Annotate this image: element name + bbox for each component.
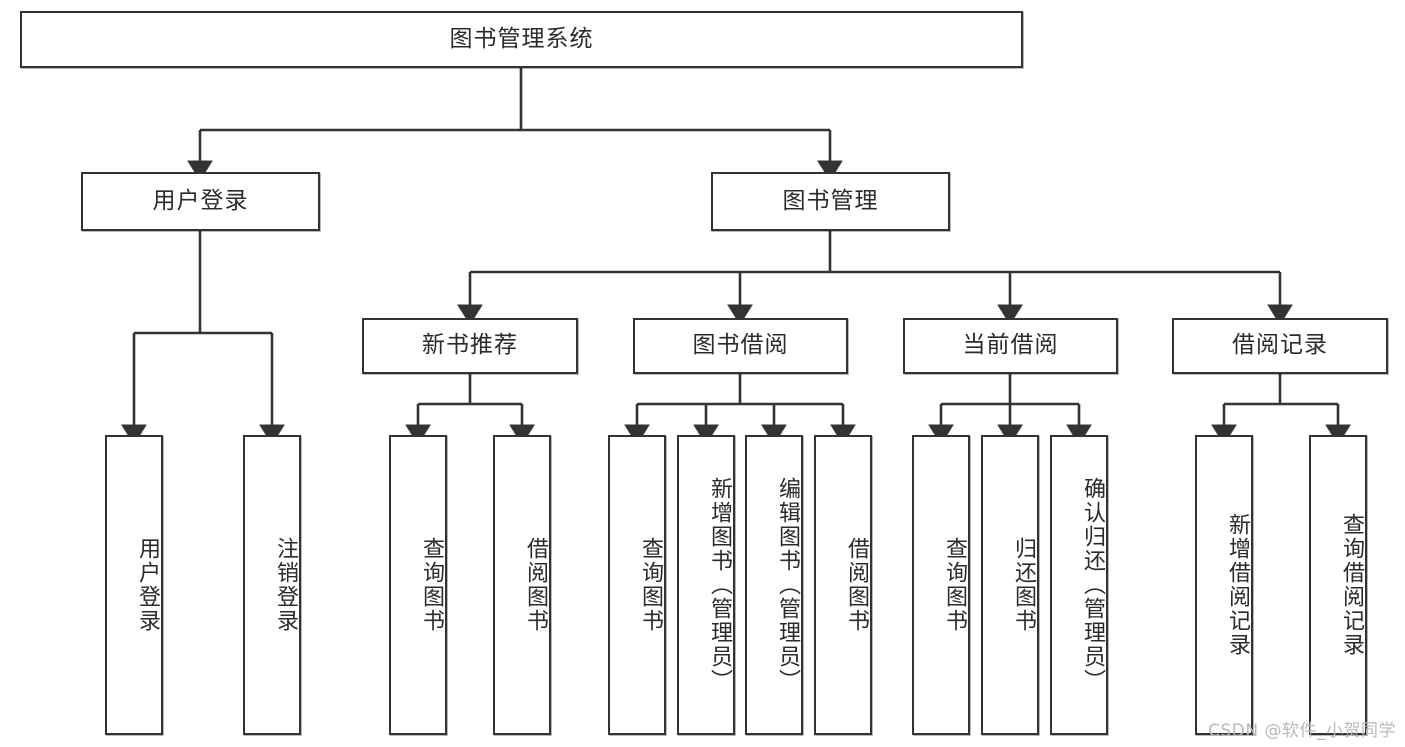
- leaf-user-login-logout[interactable]: 注销登录: [243, 435, 301, 735]
- node-label: 查询图书: [638, 537, 663, 633]
- leaf-borrow-record-add[interactable]: 新增借阅记录: [1195, 435, 1253, 735]
- node-label: 新增图书（管理员）: [707, 477, 732, 693]
- leaf-book-borrow-borrow[interactable]: 借阅图书: [814, 435, 872, 735]
- node-label: 借阅记录: [1232, 332, 1328, 359]
- node-new-book-recommend[interactable]: 新书推荐: [362, 318, 578, 374]
- node-book-borrow[interactable]: 图书借阅: [633, 318, 848, 374]
- node-root-system[interactable]: 图书管理系统: [20, 11, 1023, 68]
- node-label: 确认归还（管理员）: [1080, 477, 1105, 693]
- node-current-borrow[interactable]: 当前借阅: [903, 318, 1118, 374]
- node-book-management[interactable]: 图书管理: [711, 172, 950, 231]
- node-label: 注销登录: [273, 537, 298, 633]
- node-label: 图书管理: [782, 187, 879, 214]
- node-label: 用户登录: [152, 187, 249, 214]
- csdn-watermark: CSDN @软件_小贺同学: [1208, 721, 1396, 741]
- leaf-borrow-record-query[interactable]: 查询借阅记录: [1309, 435, 1367, 735]
- node-label: 新书推荐: [422, 332, 518, 359]
- leaf-current-borrow-query[interactable]: 查询图书: [912, 435, 970, 735]
- leaf-user-login-login[interactable]: 用户登录: [105, 435, 163, 735]
- node-label: 编辑图书（管理员）: [775, 477, 800, 693]
- leaf-current-borrow-confirm[interactable]: 确认归还（管理员）: [1050, 435, 1108, 735]
- leaf-book-borrow-query[interactable]: 查询图书: [608, 435, 666, 735]
- node-label: 查询图书: [942, 537, 967, 633]
- node-label: 新增借阅记录: [1225, 513, 1250, 657]
- node-label: 用户登录: [135, 537, 160, 633]
- node-label: 图书管理系统: [449, 25, 594, 52]
- node-label: 查询图书: [419, 537, 444, 633]
- node-label: 借阅图书: [844, 537, 869, 633]
- leaf-book-borrow-edit[interactable]: 编辑图书（管理员）: [745, 435, 803, 735]
- leaf-current-borrow-return[interactable]: 归还图书: [981, 435, 1039, 735]
- leaf-new-book-query[interactable]: 查询图书: [389, 435, 447, 735]
- node-label: 查询借阅记录: [1339, 513, 1364, 657]
- node-borrow-record[interactable]: 借阅记录: [1172, 318, 1388, 374]
- node-label: 当前借阅: [962, 332, 1059, 359]
- leaf-book-borrow-add[interactable]: 新增图书（管理员）: [677, 435, 735, 735]
- leaf-new-book-borrow[interactable]: 借阅图书: [493, 435, 551, 735]
- node-label: 归还图书: [1011, 537, 1036, 633]
- node-label: 借阅图书: [523, 537, 548, 633]
- node-user-login[interactable]: 用户登录: [81, 172, 320, 231]
- node-label: 图书借阅: [692, 332, 789, 359]
